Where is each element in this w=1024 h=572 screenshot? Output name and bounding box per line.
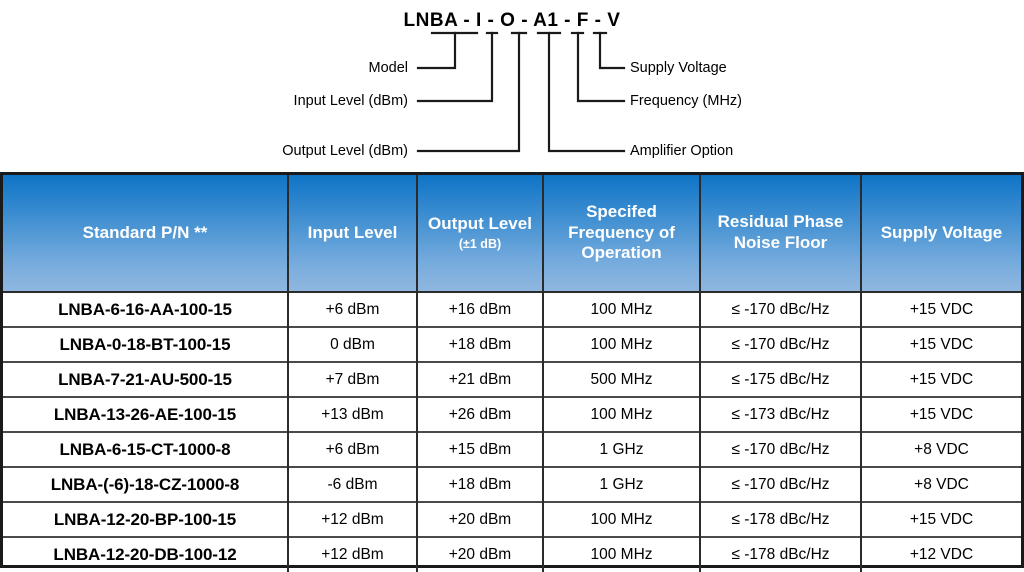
column-header-output-level-tolerance: (±1 dB) xyxy=(458,236,502,251)
cell-frequency: 500 MHz xyxy=(542,361,701,397)
cell-frequency: 100 MHz xyxy=(542,536,701,572)
cell-input-level: +12 dBm xyxy=(287,501,418,537)
cell-part-number: LNBA-6-16-AA-100-15 xyxy=(3,292,289,327)
column-header-supply-voltage-label: Supply Voltage xyxy=(880,222,1003,242)
cell-input-level: -6 dBm xyxy=(287,466,418,502)
table-row: LNBA-13-26-AE-100-15 +13 dBm +26 dBm 100… xyxy=(3,396,1021,432)
cell-input-level: 0 dBm xyxy=(287,326,418,362)
cell-phase-noise: ≤ -170 dBc/Hz xyxy=(699,466,862,502)
cell-supply-voltage: +15 VDC xyxy=(860,326,1021,362)
column-header-output-level-label: Output Level xyxy=(428,214,532,233)
cell-input-level: +7 dBm xyxy=(287,361,418,397)
cell-phase-noise: ≤ -173 dBc/Hz xyxy=(699,396,862,432)
cell-part-number: LNBA-0-18-BT-100-15 xyxy=(3,326,289,362)
cell-input-level: +6 dBm xyxy=(287,292,418,327)
table-row: LNBA-0-18-BT-100-15 0 dBm +18 dBm 100 MH… xyxy=(3,326,1021,362)
cell-frequency: 100 MHz xyxy=(542,326,701,362)
column-header-phase-noise: Residual Phase Noise Floor xyxy=(699,175,862,293)
table-header-row: Standard P/N ** Input Level Output Level… xyxy=(3,175,1021,293)
cell-output-level: +21 dBm xyxy=(416,361,544,397)
cell-supply-voltage: +15 VDC xyxy=(860,361,1021,397)
specification-table-container: Standard P/N ** Input Level Output Level… xyxy=(0,172,1024,572)
cell-part-number: LNBA-12-20-BP-100-15 xyxy=(3,501,289,537)
cell-output-level: +20 dBm xyxy=(416,501,544,537)
column-header-frequency-label: Specifed Frequency of Operation xyxy=(568,201,675,263)
cell-part-number: LNBA-(-6)-18-CZ-1000-8 xyxy=(3,466,289,502)
table-body: LNBA-6-16-AA-100-15 +6 dBm +16 dBm 100 M… xyxy=(3,292,1021,572)
column-header-phase-noise-label: Residual Phase Noise Floor xyxy=(717,212,844,252)
table-row: LNBA-6-16-AA-100-15 +6 dBm +16 dBm 100 M… xyxy=(3,292,1021,327)
table-row: LNBA-(-6)-18-CZ-1000-8 -6 dBm +18 dBm 1 … xyxy=(3,466,1021,502)
cell-phase-noise: ≤ -170 dBc/Hz xyxy=(699,326,862,362)
column-header-frequency: Specifed Frequency of Operation xyxy=(542,175,701,293)
specification-table: Standard P/N ** Input Level Output Level… xyxy=(3,175,1021,572)
column-header-part-number-label: Standard P/N ** xyxy=(82,222,208,242)
cell-supply-voltage: +15 VDC xyxy=(860,396,1021,432)
callout-amplifier-option: Amplifier Option xyxy=(630,143,734,159)
cell-part-number: LNBA-12-20-DB-100-12 xyxy=(3,536,289,572)
cell-supply-voltage: +15 VDC xyxy=(860,501,1021,537)
table-row: LNBA-12-20-DB-100-12 +12 dBm +20 dBm 100… xyxy=(3,536,1021,572)
cell-input-level: +12 dBm xyxy=(287,536,418,572)
cell-phase-noise: ≤ -178 dBc/Hz xyxy=(699,501,862,537)
cell-phase-noise: ≤ -170 dBc/Hz xyxy=(699,292,862,327)
column-header-output-level: Output Level (±1 dB) xyxy=(416,175,544,293)
cell-output-level: +18 dBm xyxy=(416,466,544,502)
cell-supply-voltage: +15 VDC xyxy=(860,292,1021,327)
cell-frequency: 1 GHz xyxy=(542,431,701,467)
cell-output-level: +26 dBm xyxy=(416,396,544,432)
cell-frequency: 1 GHz xyxy=(542,466,701,502)
cell-phase-noise: ≤ -170 dBc/Hz xyxy=(699,431,862,467)
cell-phase-noise: ≤ -175 dBc/Hz xyxy=(699,361,862,397)
table-row: LNBA-12-20-BP-100-15 +12 dBm +20 dBm 100… xyxy=(3,501,1021,537)
column-header-supply-voltage: Supply Voltage xyxy=(860,175,1021,293)
callout-supply-voltage: Supply Voltage xyxy=(630,60,727,76)
part-number-code: LNBA - I - O - A1 - F - V xyxy=(403,10,621,31)
cell-output-level: +18 dBm xyxy=(416,326,544,362)
cell-frequency: 100 MHz xyxy=(542,501,701,537)
column-header-input-level-label: Input Level xyxy=(307,222,398,242)
cell-supply-voltage: +8 VDC xyxy=(860,466,1021,502)
cell-frequency: 100 MHz xyxy=(542,292,701,327)
cell-supply-voltage: +8 VDC xyxy=(860,431,1021,467)
table-row: LNBA-7-21-AU-500-15 +7 dBm +21 dBm 500 M… xyxy=(3,361,1021,397)
cell-supply-voltage: +12 VDC xyxy=(860,536,1021,572)
cell-output-level: +16 dBm xyxy=(416,292,544,327)
cell-input-level: +6 dBm xyxy=(287,431,418,467)
cell-output-level: +15 dBm xyxy=(416,431,544,467)
cell-output-level: +20 dBm xyxy=(416,536,544,572)
cell-input-level: +13 dBm xyxy=(287,396,418,432)
callout-frequency: Frequency (MHz) xyxy=(630,93,742,109)
part-number-designation-diagram: LNBA - I - O - A1 - F - V Model Input Le xyxy=(0,0,1024,172)
leader-lines xyxy=(416,31,626,153)
cell-part-number: LNBA-6-15-CT-1000-8 xyxy=(3,431,289,467)
cell-phase-noise: ≤ -178 dBc/Hz xyxy=(699,536,862,572)
cell-part-number: LNBA-13-26-AE-100-15 xyxy=(3,396,289,432)
callout-model: Model xyxy=(368,60,409,76)
column-header-part-number: Standard P/N ** xyxy=(3,175,289,293)
cell-frequency: 100 MHz xyxy=(542,396,701,432)
cell-part-number: LNBA-7-21-AU-500-15 xyxy=(3,361,289,397)
column-header-input-level: Input Level xyxy=(287,175,418,293)
callout-output-level: Output Level (dBm) xyxy=(282,143,408,159)
table-row: LNBA-6-15-CT-1000-8 +6 dBm +15 dBm 1 GHz… xyxy=(3,431,1021,467)
callout-input-level: Input Level (dBm) xyxy=(293,93,408,109)
